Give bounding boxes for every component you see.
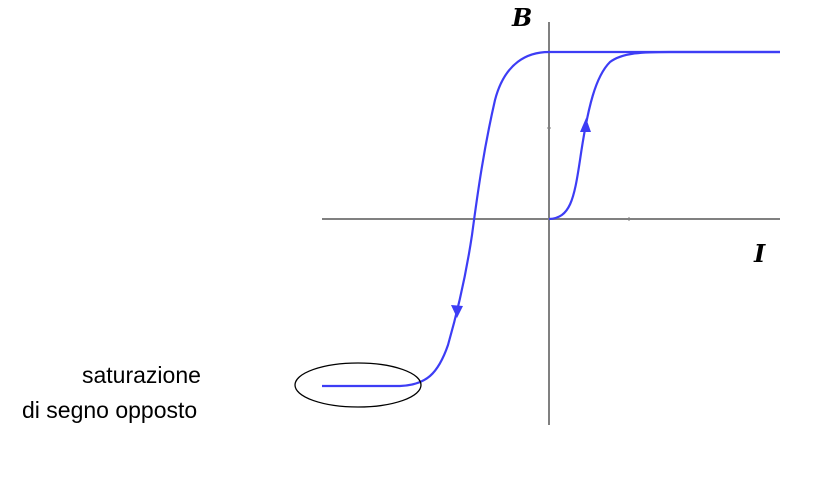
descending-branch-curve <box>322 50 780 388</box>
arrow-down-icon <box>451 305 463 318</box>
vertical-axis-label: B <box>511 3 532 32</box>
annotation-line-2: di segno opposto <box>22 397 197 423</box>
annotation-line-1: saturazione <box>82 362 201 388</box>
hysteresis-curves <box>322 50 780 388</box>
axes <box>322 22 780 425</box>
direction-arrows <box>451 118 591 318</box>
horizontal-axis-label: I <box>753 239 766 268</box>
saturation-highlight-ellipse <box>294 362 422 408</box>
initial-magnetization-curve <box>548 50 780 221</box>
arrow-up-icon <box>580 118 591 132</box>
